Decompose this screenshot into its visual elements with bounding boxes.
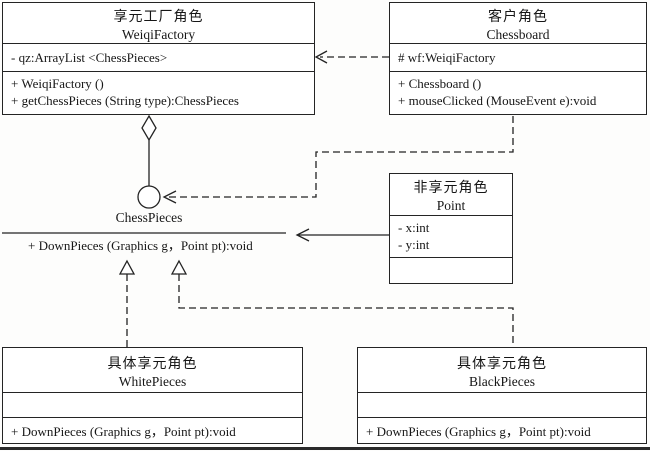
dependency-arrow-chessboard-to-weiqifactory (314, 50, 389, 64)
class-attribute: - x:int (398, 220, 430, 235)
figure-bottom-rule (0, 447, 650, 450)
interface-name-label: ChessPieces (115, 210, 183, 225)
interface-lollipop-circle-icon (137, 185, 161, 209)
class-role-label: 非享元角色 (413, 181, 489, 196)
class-attribute: - y:int (398, 237, 430, 252)
class-attribute: - qz:ArrayList <ChessPieces> (11, 50, 168, 65)
realization-triangle-icon (118, 259, 136, 275)
class-method: + mouseClicked (MouseEvent e):void (398, 93, 597, 108)
class-chessboard: 客户角色 Chessboard # wf:WeiqiFactory + Ches… (389, 2, 647, 115)
empty-attributes-compartment (3, 393, 302, 418)
open-arrowhead-icon (295, 228, 310, 242)
class-role-label: 具体享元角色 (107, 357, 198, 372)
aggregation-connector-weiqifactory-to-chesspieces (141, 114, 157, 187)
empty-methods-compartment (390, 258, 512, 283)
open-arrowhead-icon (314, 50, 328, 64)
class-point: 非享元角色 Point - x:int - y:int (389, 173, 513, 284)
class-name-label: Chessboard (486, 27, 550, 42)
class-method: + DownPieces (Graphics g，Point pt):void (11, 424, 236, 439)
open-arrowhead-icon (162, 190, 177, 204)
class-role-label: 具体享元角色 (457, 357, 547, 372)
empty-attributes-compartment (358, 393, 646, 418)
association-arrow-point-to-chesspieces (295, 228, 389, 242)
class-attribute: # wf:WeiqiFactory (398, 50, 496, 65)
realization-whitepieces-to-chesspieces (118, 259, 136, 348)
class-name-label: WhitePieces (118, 374, 187, 389)
class-role-label: 享元工厂角色 (113, 10, 204, 25)
class-method: + DownPieces (Graphics g，Point pt):void (366, 424, 591, 439)
class-whitepieces: 具体享元角色 WhitePieces + DownPieces (Graphic… (2, 347, 303, 444)
class-name-label: Point (436, 198, 466, 213)
realization-triangle-icon (170, 259, 188, 275)
class-name-label: BlackPieces (469, 374, 535, 389)
class-method: + WeiqiFactory () (11, 76, 104, 91)
class-name-label: WeiqiFactory (121, 27, 196, 42)
class-blackpieces: 具体享元角色 BlackPieces + DownPieces (Graphic… (357, 347, 647, 444)
class-method: + getChessPieces (String type):ChessPiec… (11, 93, 239, 108)
class-weiqifactory: 享元工厂角色 WeiqiFactory - qz:ArrayList <Ches… (2, 2, 315, 115)
aggregation-diamond-icon (141, 114, 157, 142)
class-method: + Chessboard () (398, 76, 482, 91)
class-role-label: 客户角色 (488, 10, 548, 25)
interface-method: + DownPieces (Graphics g，Point pt):void (28, 238, 253, 253)
